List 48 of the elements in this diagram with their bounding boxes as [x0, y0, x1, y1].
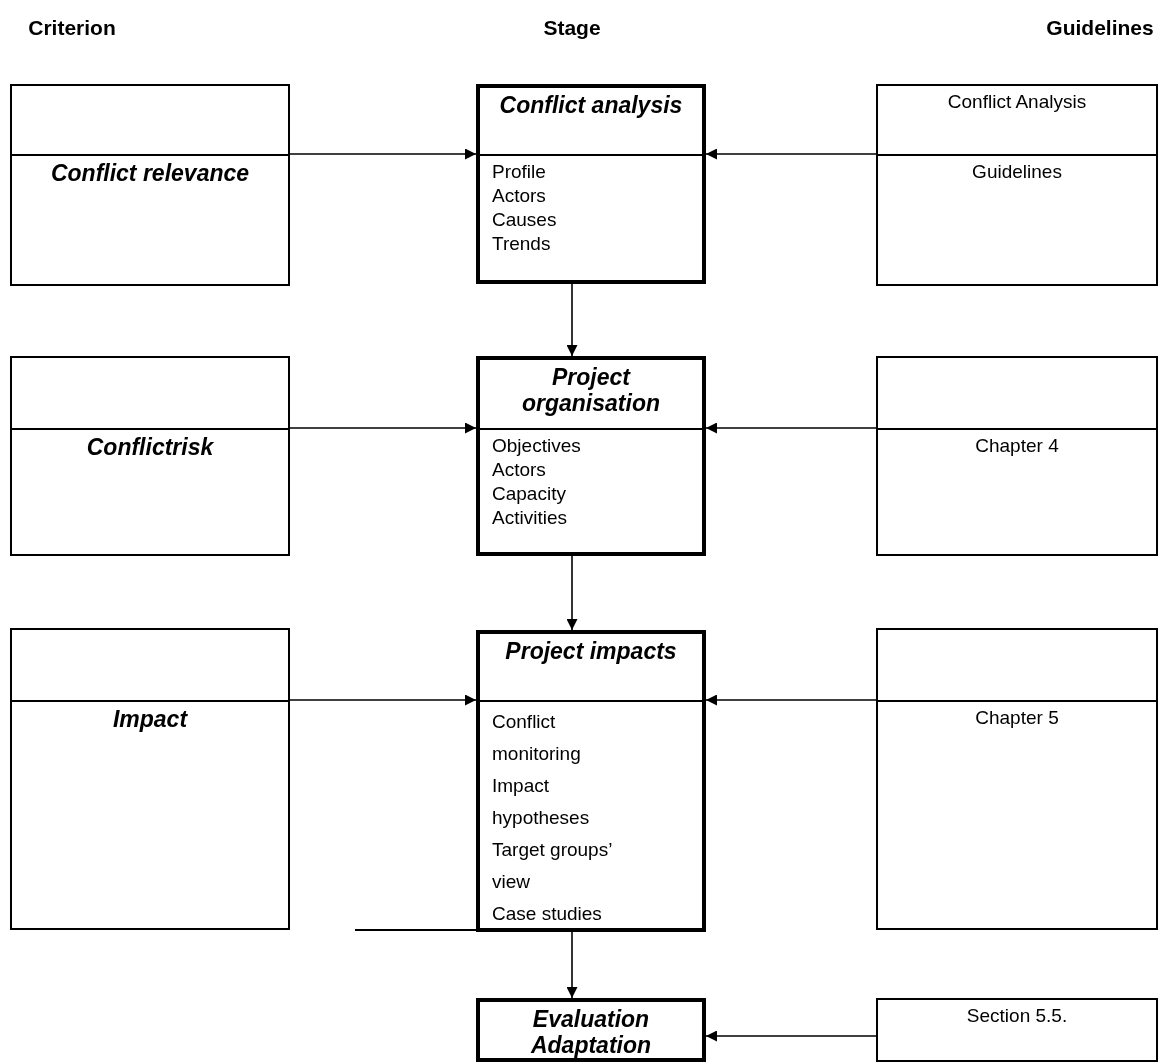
- stage-title: Conflict analysis: [499, 92, 683, 118]
- list-item: Objectives: [492, 434, 581, 458]
- criterion-box: [10, 84, 290, 286]
- arrow: [705, 1030, 877, 1042]
- guideline-box: [876, 84, 1158, 286]
- stage-box: [476, 630, 706, 932]
- guideline-text: Conflict Analysis: [947, 90, 1087, 114]
- arrow: [566, 555, 578, 631]
- arrow: [566, 931, 578, 999]
- stage-box: [476, 356, 706, 556]
- list-item: Trends: [492, 232, 551, 256]
- criterion-title: Impact: [112, 706, 188, 732]
- arrow: [705, 148, 877, 160]
- list-item: Case studies: [492, 902, 602, 926]
- guideline-box: [876, 628, 1158, 930]
- guideline-text: Guidelines: [972, 160, 1062, 184]
- list-item: Actors: [492, 458, 546, 482]
- guideline-text: Chapter 4: [975, 434, 1059, 458]
- criterion-box: [10, 628, 290, 930]
- stage-title: Evaluation Adaptation: [529, 1006, 653, 1058]
- list-item: Activities: [492, 506, 567, 530]
- column-heading: Stage: [543, 16, 601, 40]
- criterion-box: [10, 356, 290, 556]
- arrow: [289, 422, 477, 434]
- list-item: Conflict monitoring: [492, 710, 582, 766]
- stage-title: Project impacts: [505, 638, 677, 664]
- list-item: Causes: [492, 208, 557, 232]
- arrow: [705, 694, 877, 706]
- guideline-text: Chapter 5: [975, 706, 1059, 730]
- criterion-title: Conflict relevance: [50, 160, 250, 186]
- list-item: Actors: [492, 184, 546, 208]
- guideline-box: [876, 998, 1158, 1062]
- guideline-box: [876, 356, 1158, 556]
- list-item: Capacity: [492, 482, 566, 506]
- list-item: Target groups’ view: [492, 838, 613, 894]
- criterion-title: Conflictrisk: [86, 434, 214, 460]
- stage-box: [476, 84, 706, 284]
- arrow: [289, 694, 477, 706]
- guideline-text: Section 5.5.: [966, 1004, 1068, 1028]
- column-heading: Criterion: [28, 16, 116, 40]
- column-heading: Guidelines: [1046, 16, 1154, 40]
- stage-box: [476, 998, 706, 1062]
- arrow: [705, 422, 877, 434]
- list-item: Impact hypotheses: [492, 774, 591, 830]
- arrow: [566, 283, 578, 357]
- stage-title: Project organisation: [521, 364, 661, 416]
- list-item: Profile: [492, 160, 546, 184]
- arrow: [289, 148, 477, 160]
